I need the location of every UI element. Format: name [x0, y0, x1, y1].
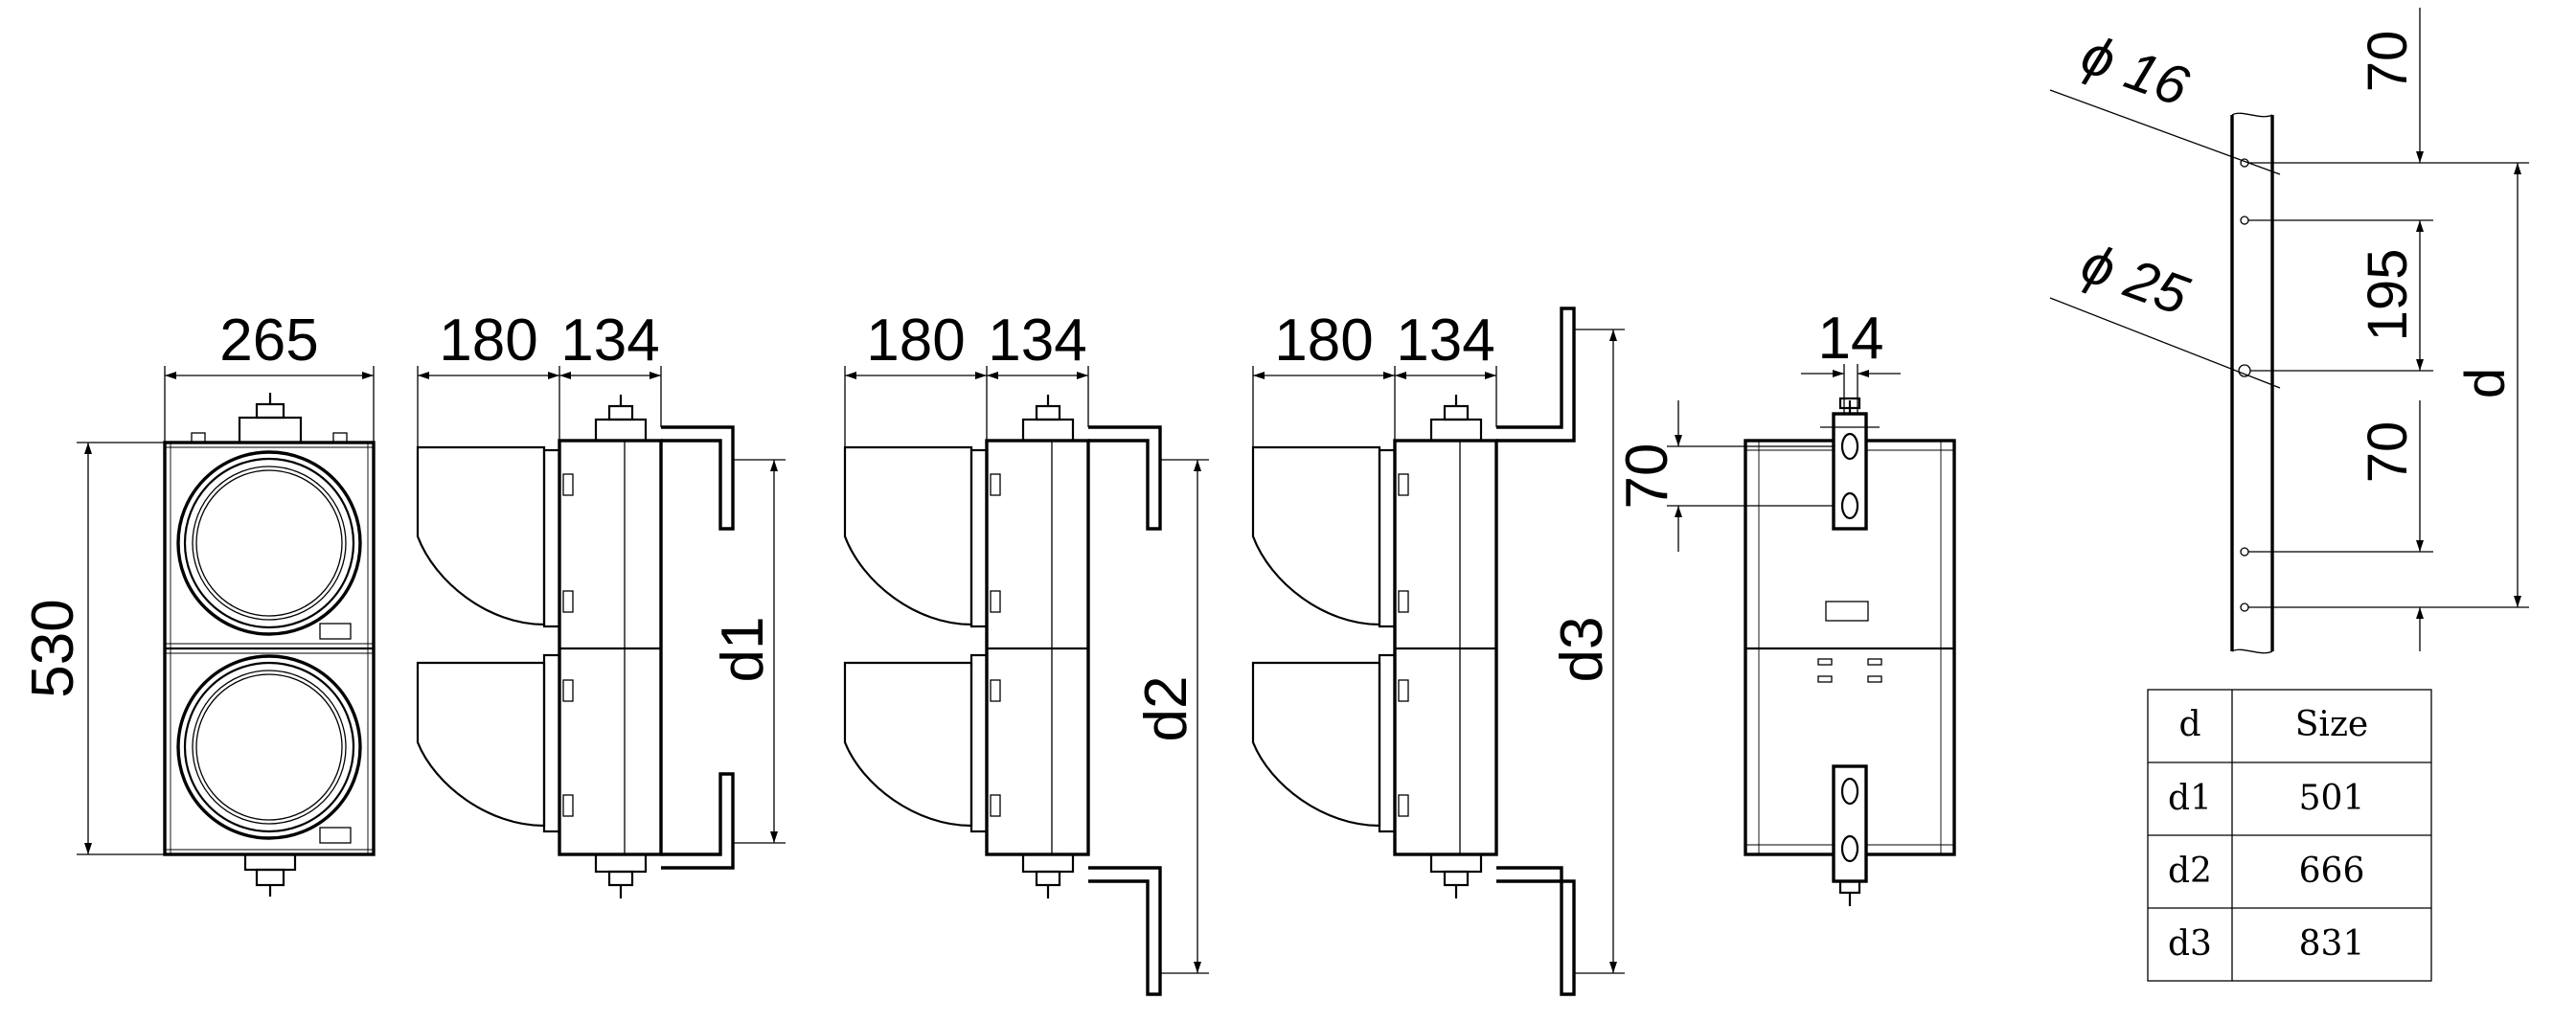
size-table: d Size d1 501 d2 666 d3 831: [2147, 689, 2432, 982]
side1-span-label: d1: [710, 617, 776, 683]
top-offset-label: 70: [2357, 31, 2419, 93]
side2-visor-label: 180: [866, 307, 965, 374]
lower-signal-lamp: [176, 654, 362, 844]
front-height-label: 530: [20, 599, 86, 697]
small-hole-label: ϕ 16: [2074, 23, 2198, 119]
upper-signal-lamp: [176, 450, 362, 640]
table-header-d: d: [2178, 705, 2200, 744]
rear-hole-spacing-label: 70: [1614, 443, 1680, 510]
side3-span-label: d3: [1549, 617, 1615, 683]
total-label: d: [2454, 368, 2517, 398]
bottom-offset-label: 70: [2357, 421, 2419, 484]
side3-visor-label: 180: [1274, 307, 1373, 374]
side-view-2: 180 134 d2: [843, 307, 1209, 996]
side-view-3: 180 134 d3: [1251, 307, 1625, 996]
side1-visor-label: 180: [439, 307, 537, 374]
rear-bracket-width-label: 14: [1818, 306, 1884, 372]
side3-depth-label: 134: [1396, 307, 1494, 374]
table-cell-size: 666: [2299, 852, 2365, 891]
table-cell-size: 831: [2299, 924, 2365, 964]
front-view: 265 530: [20, 307, 376, 897]
table-cell-d: d3: [2168, 924, 2212, 964]
rear-view: 14 70: [1614, 306, 1956, 906]
table-cell-d: d2: [2168, 852, 2212, 891]
table-cell-size: 501: [2299, 779, 2365, 818]
large-hole-label: ϕ 25: [2074, 232, 2198, 328]
pole-detail: ϕ 16 ϕ 25 70 195 70 d: [2049, 8, 2529, 654]
middle-spacing-label: 195: [2357, 249, 2419, 342]
table-cell-d: d1: [2168, 779, 2212, 818]
front-width-label: 265: [219, 307, 318, 374]
side-view-1: 180 134 d1: [416, 307, 786, 898]
table-header-size: Size: [2295, 705, 2368, 744]
side2-depth-label: 134: [988, 307, 1086, 374]
side1-depth-label: 134: [560, 307, 659, 374]
side2-span-label: d2: [1133, 676, 1199, 742]
